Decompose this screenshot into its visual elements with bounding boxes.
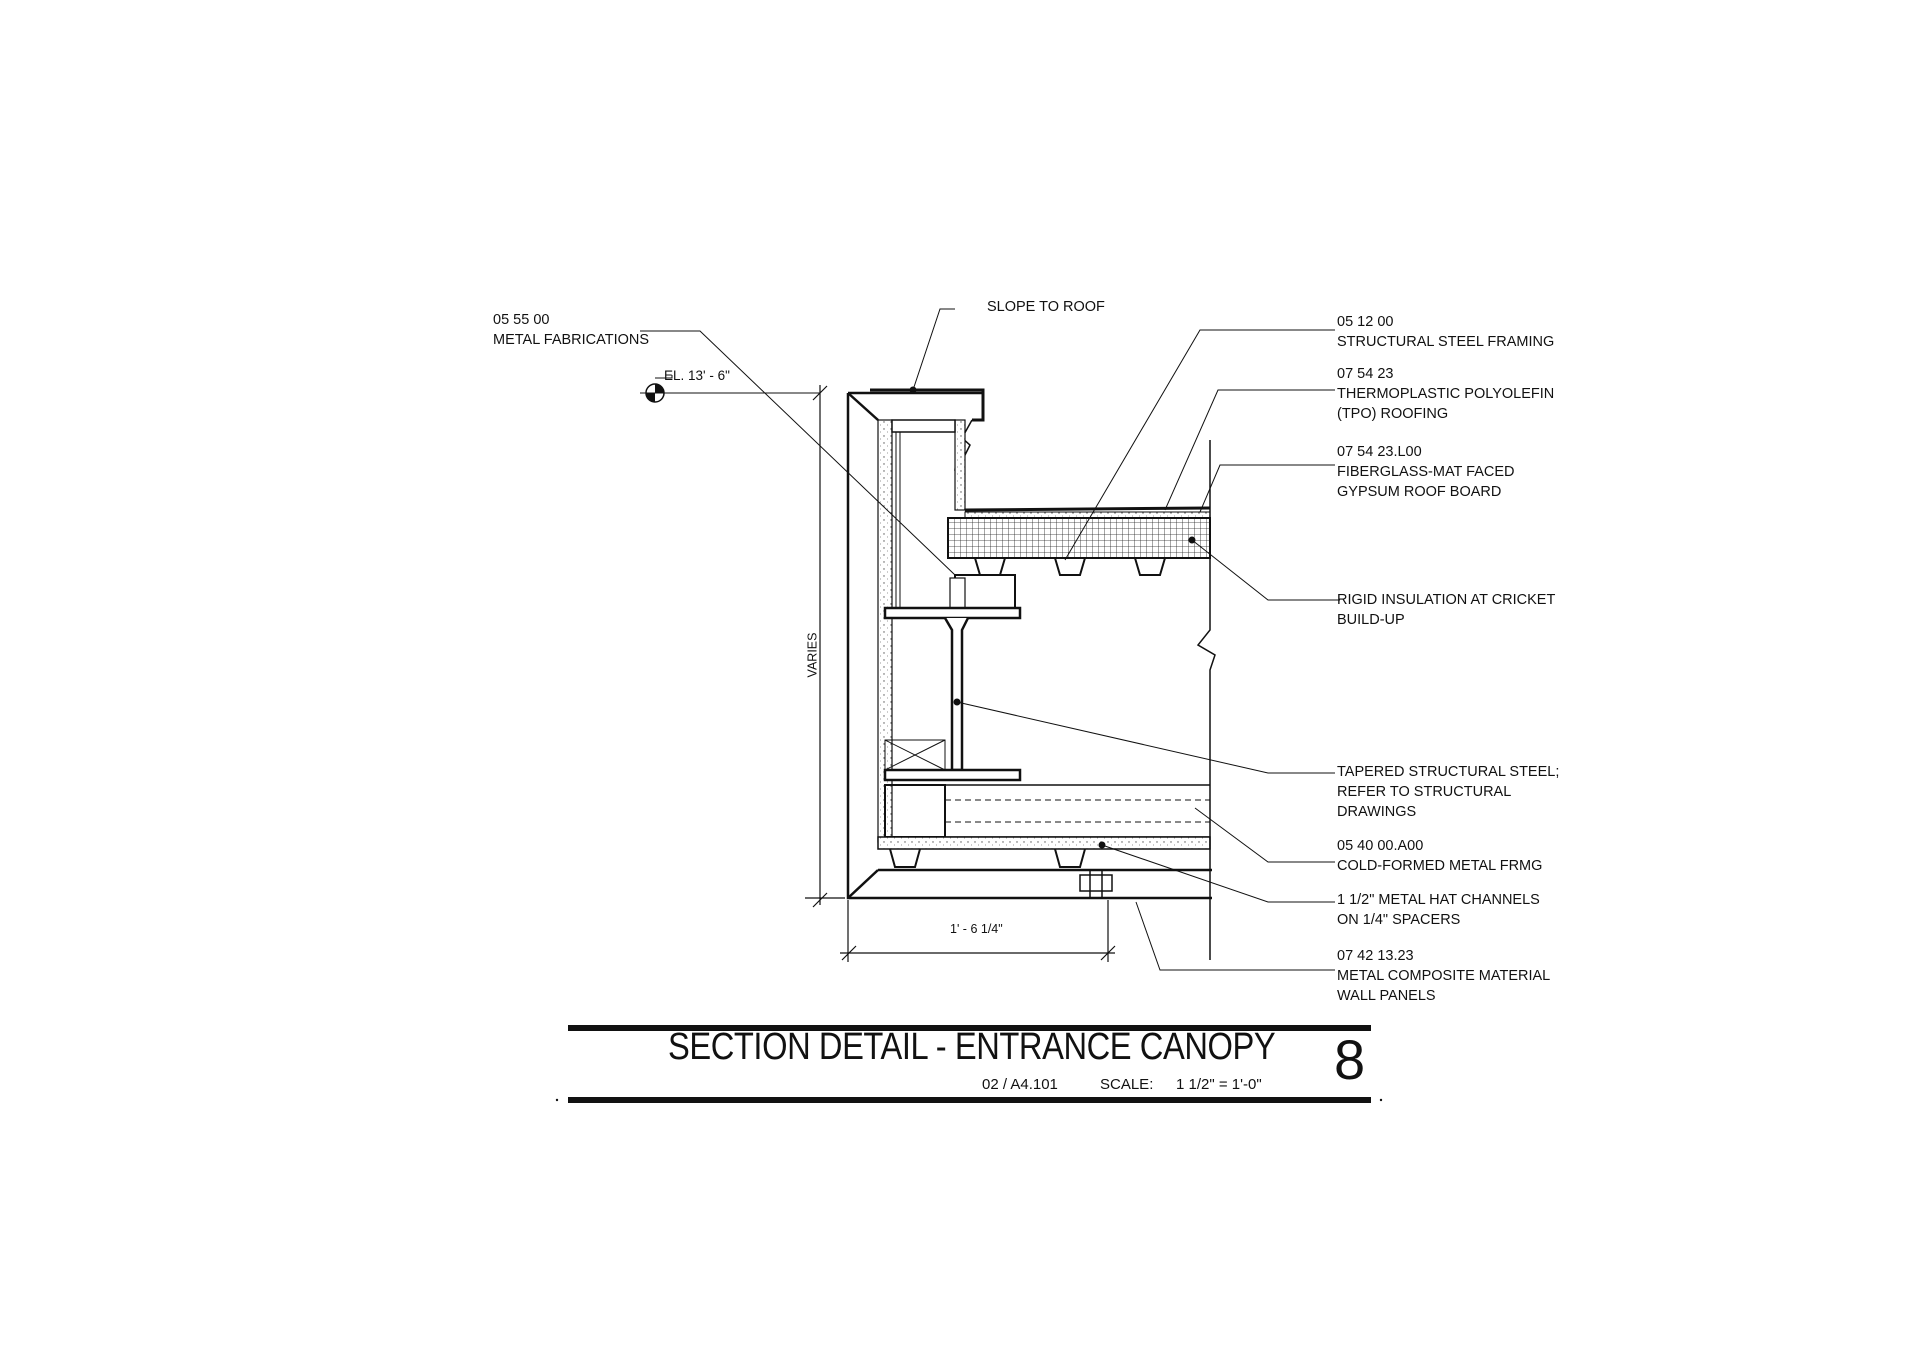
callout-code: 05 40 00.A00 bbox=[1337, 838, 1424, 854]
callout-code: 07 42 13.23 bbox=[1337, 948, 1414, 964]
callout-line: REFER TO STRUCTURAL bbox=[1337, 784, 1512, 800]
existing-wall bbox=[1196, 440, 1216, 960]
callout-code: 07 54 23.L00 bbox=[1337, 444, 1422, 460]
callout-insulation: RIGID INSULATION AT CRICKET BUILD-UP bbox=[1337, 590, 1555, 630]
panel-joint bbox=[1079, 870, 1113, 898]
steel-flange-top bbox=[883, 606, 1022, 620]
drawing-title: SECTION DETAIL - ENTRANCE CANOPY bbox=[668, 1026, 1276, 1068]
callout-structural-steel: 05 12 00 STRUCTURAL STEEL FRAMING bbox=[1337, 312, 1554, 352]
callout-line: 1 1/2" METAL HAT CHANNELS bbox=[1337, 892, 1540, 908]
callout-code: 05 55 00 bbox=[493, 312, 550, 328]
callout-panels: 07 42 13.23 METAL COMPOSITE MATERIAL WAL… bbox=[1337, 946, 1550, 1006]
vertical-dimension bbox=[805, 385, 845, 908]
scale-value: 1 1/2" = 1'-0" bbox=[1176, 1076, 1262, 1093]
callout-line: DRAWINGS bbox=[1337, 804, 1417, 820]
detail-number: 8 bbox=[1334, 1028, 1366, 1091]
callout-desc: STRUCTURAL STEEL FRAMING bbox=[1337, 334, 1555, 350]
callout-desc: SLOPE TO ROOF bbox=[987, 299, 1105, 315]
callout-line: METAL COMPOSITE MATERIAL bbox=[1337, 968, 1551, 984]
leader-lines bbox=[640, 308, 1340, 971]
callout-line: FIBERGLASS-MAT FACED bbox=[1337, 464, 1515, 480]
dimension-width: 1' - 6 1/4" bbox=[950, 922, 1003, 936]
scale-label: SCALE: bbox=[1100, 1076, 1154, 1093]
steel-flange-bottom bbox=[883, 768, 1022, 782]
dimension-varies: VARIES bbox=[805, 632, 820, 678]
rigid-insulation bbox=[947, 517, 1211, 559]
callout-gypsum: 07 54 23.L00 FIBERGLASS-MAT FACED GYPSUM… bbox=[1337, 442, 1515, 502]
callout-desc: EL. 13' - 6" bbox=[664, 368, 730, 383]
callout-tapered-steel: TAPERED STRUCTURAL STEEL; REFER TO STRUC… bbox=[1337, 762, 1559, 822]
title-bar-top bbox=[568, 1025, 1371, 1031]
callout-metal-fabrications: 05 55 00 METAL FABRICATIONS bbox=[493, 310, 649, 350]
sheet-reference: 02 / A4.101 bbox=[982, 1076, 1058, 1093]
callout-code: 05 12 00 bbox=[1337, 314, 1394, 330]
callout-line: TAPERED STRUCTURAL STEEL; bbox=[1337, 764, 1560, 780]
callout-slope: SLOPE TO ROOF bbox=[987, 297, 1105, 317]
tpo-roofing bbox=[964, 506, 1211, 512]
hat-channels bbox=[889, 848, 1086, 868]
stud bbox=[895, 432, 901, 610]
elevation-label: EL. 13' - 6" bbox=[664, 366, 730, 386]
callout-hat-channels: 1 1/2" METAL HAT CHANNELS ON 1/4" SPACER… bbox=[1337, 890, 1540, 930]
callout-line: (TPO) ROOFING bbox=[1337, 406, 1449, 422]
callout-line: THERMOPLASTIC POLYOLEFIN bbox=[1337, 386, 1555, 402]
steel-deck bbox=[974, 557, 1166, 576]
callout-line: ON 1/4" SPACERS bbox=[1337, 912, 1461, 928]
cold-formed-framing bbox=[884, 784, 1210, 838]
callout-desc: METAL FABRICATIONS bbox=[493, 332, 650, 348]
callout-line: WALL PANELS bbox=[1337, 988, 1436, 1004]
callout-line: BUILD-UP bbox=[1337, 612, 1405, 628]
callout-line: RIGID INSULATION AT CRICKET bbox=[1337, 592, 1556, 608]
horizontal-dimension bbox=[840, 900, 1116, 962]
tapered-steel-web bbox=[943, 617, 970, 772]
callout-cold-formed: 05 40 00.A00 COLD-FORMED METAL FRMG bbox=[1337, 836, 1542, 876]
callout-tpo: 07 54 23 THERMOPLASTIC POLYOLEFIN (TPO) … bbox=[1337, 364, 1554, 424]
title-bar-bottom bbox=[568, 1097, 1371, 1103]
callout-desc: COLD-FORMED METAL FRMG bbox=[1337, 858, 1543, 874]
callout-line: GYPSUM ROOF BOARD bbox=[1337, 484, 1502, 500]
elevation-marker bbox=[640, 375, 820, 403]
callout-code: 07 54 23 bbox=[1337, 366, 1394, 382]
